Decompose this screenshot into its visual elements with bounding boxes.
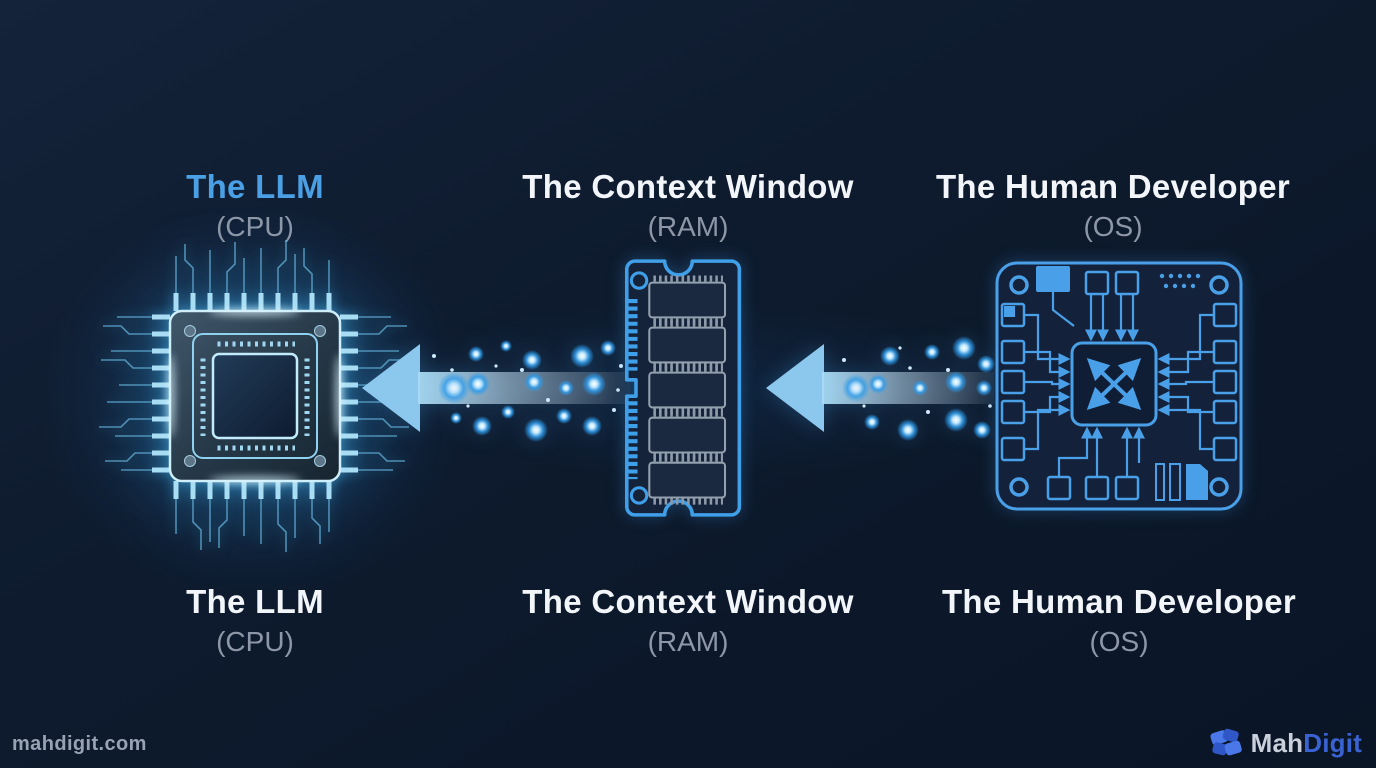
board-traces <box>1024 292 1214 477</box>
crossed-arrows-icon <box>1086 357 1142 411</box>
label-human-developer-subtitle: (OS) <box>1089 626 1149 657</box>
ram-hole-top <box>629 271 649 290</box>
cpu-traces <box>99 240 411 552</box>
label-llm-title: The LLM <box>186 583 324 620</box>
arrow-head <box>362 344 420 432</box>
brand-name-prefix: Mah <box>1250 727 1304 758</box>
glow-particles <box>432 340 623 442</box>
label-human-developer: The Human Developer (OS) <box>942 583 1296 658</box>
label-context-window-title: The Context Window <box>522 583 854 620</box>
cpu-corner-screws <box>184 325 326 467</box>
header-llm: The LLM (CPU) <box>186 168 324 243</box>
header-context-window-title: The Context Window <box>522 168 854 205</box>
brand-name-suffix: Digit <box>1303 727 1362 758</box>
flow-arrow-left-icon <box>356 326 632 450</box>
ram-memory-chips <box>648 275 727 505</box>
brand-logo: MahDigit <box>1207 727 1362 759</box>
website-url: mahdigit.com <box>12 733 147 755</box>
glow-particles <box>842 336 995 441</box>
label-llm: The LLM (CPU) <box>186 583 324 658</box>
cpu-chip-icon <box>95 236 415 556</box>
cpu-inner-frame <box>192 333 318 459</box>
board-dot-grid <box>1159 273 1201 289</box>
board-pad-fill <box>1004 306 1015 317</box>
header-human-developer-title: The Human Developer <box>935 168 1291 205</box>
board-io-block <box>1155 463 1208 501</box>
mahdigit-logo-icon <box>1210 728 1242 756</box>
flow-arrow-left-icon <box>760 326 996 450</box>
cpu-edge-glow <box>167 308 343 484</box>
board-corner-holes <box>1009 275 1229 497</box>
header-context-window: The Context Window (RAM) <box>522 168 853 243</box>
cpu-pad-rows <box>200 341 310 451</box>
board-filled-pad <box>1036 266 1070 292</box>
cpu-die <box>211 352 299 440</box>
brand-name: MahDigit <box>1251 728 1362 759</box>
label-context-window-subtitle: (RAM) <box>647 626 729 657</box>
ram-hole-bottom <box>629 486 649 505</box>
header-llm-subtitle: (CPU) <box>216 211 294 242</box>
label-context-window: The Context Window (RAM) <box>522 583 853 658</box>
header-human-developer-subtitle: (OS) <box>1083 211 1143 242</box>
ram-stick-icon <box>612 256 748 520</box>
header-llm-title: The LLM <box>186 168 324 205</box>
header-context-window-subtitle: (RAM) <box>647 211 729 242</box>
label-human-developer-title: The Human Developer <box>941 583 1297 620</box>
header-human-developer: The Human Developer (OS) <box>936 168 1290 243</box>
circuit-board-icon <box>992 258 1246 516</box>
arrow-head <box>766 344 824 432</box>
label-llm-subtitle: (CPU) <box>216 626 294 657</box>
